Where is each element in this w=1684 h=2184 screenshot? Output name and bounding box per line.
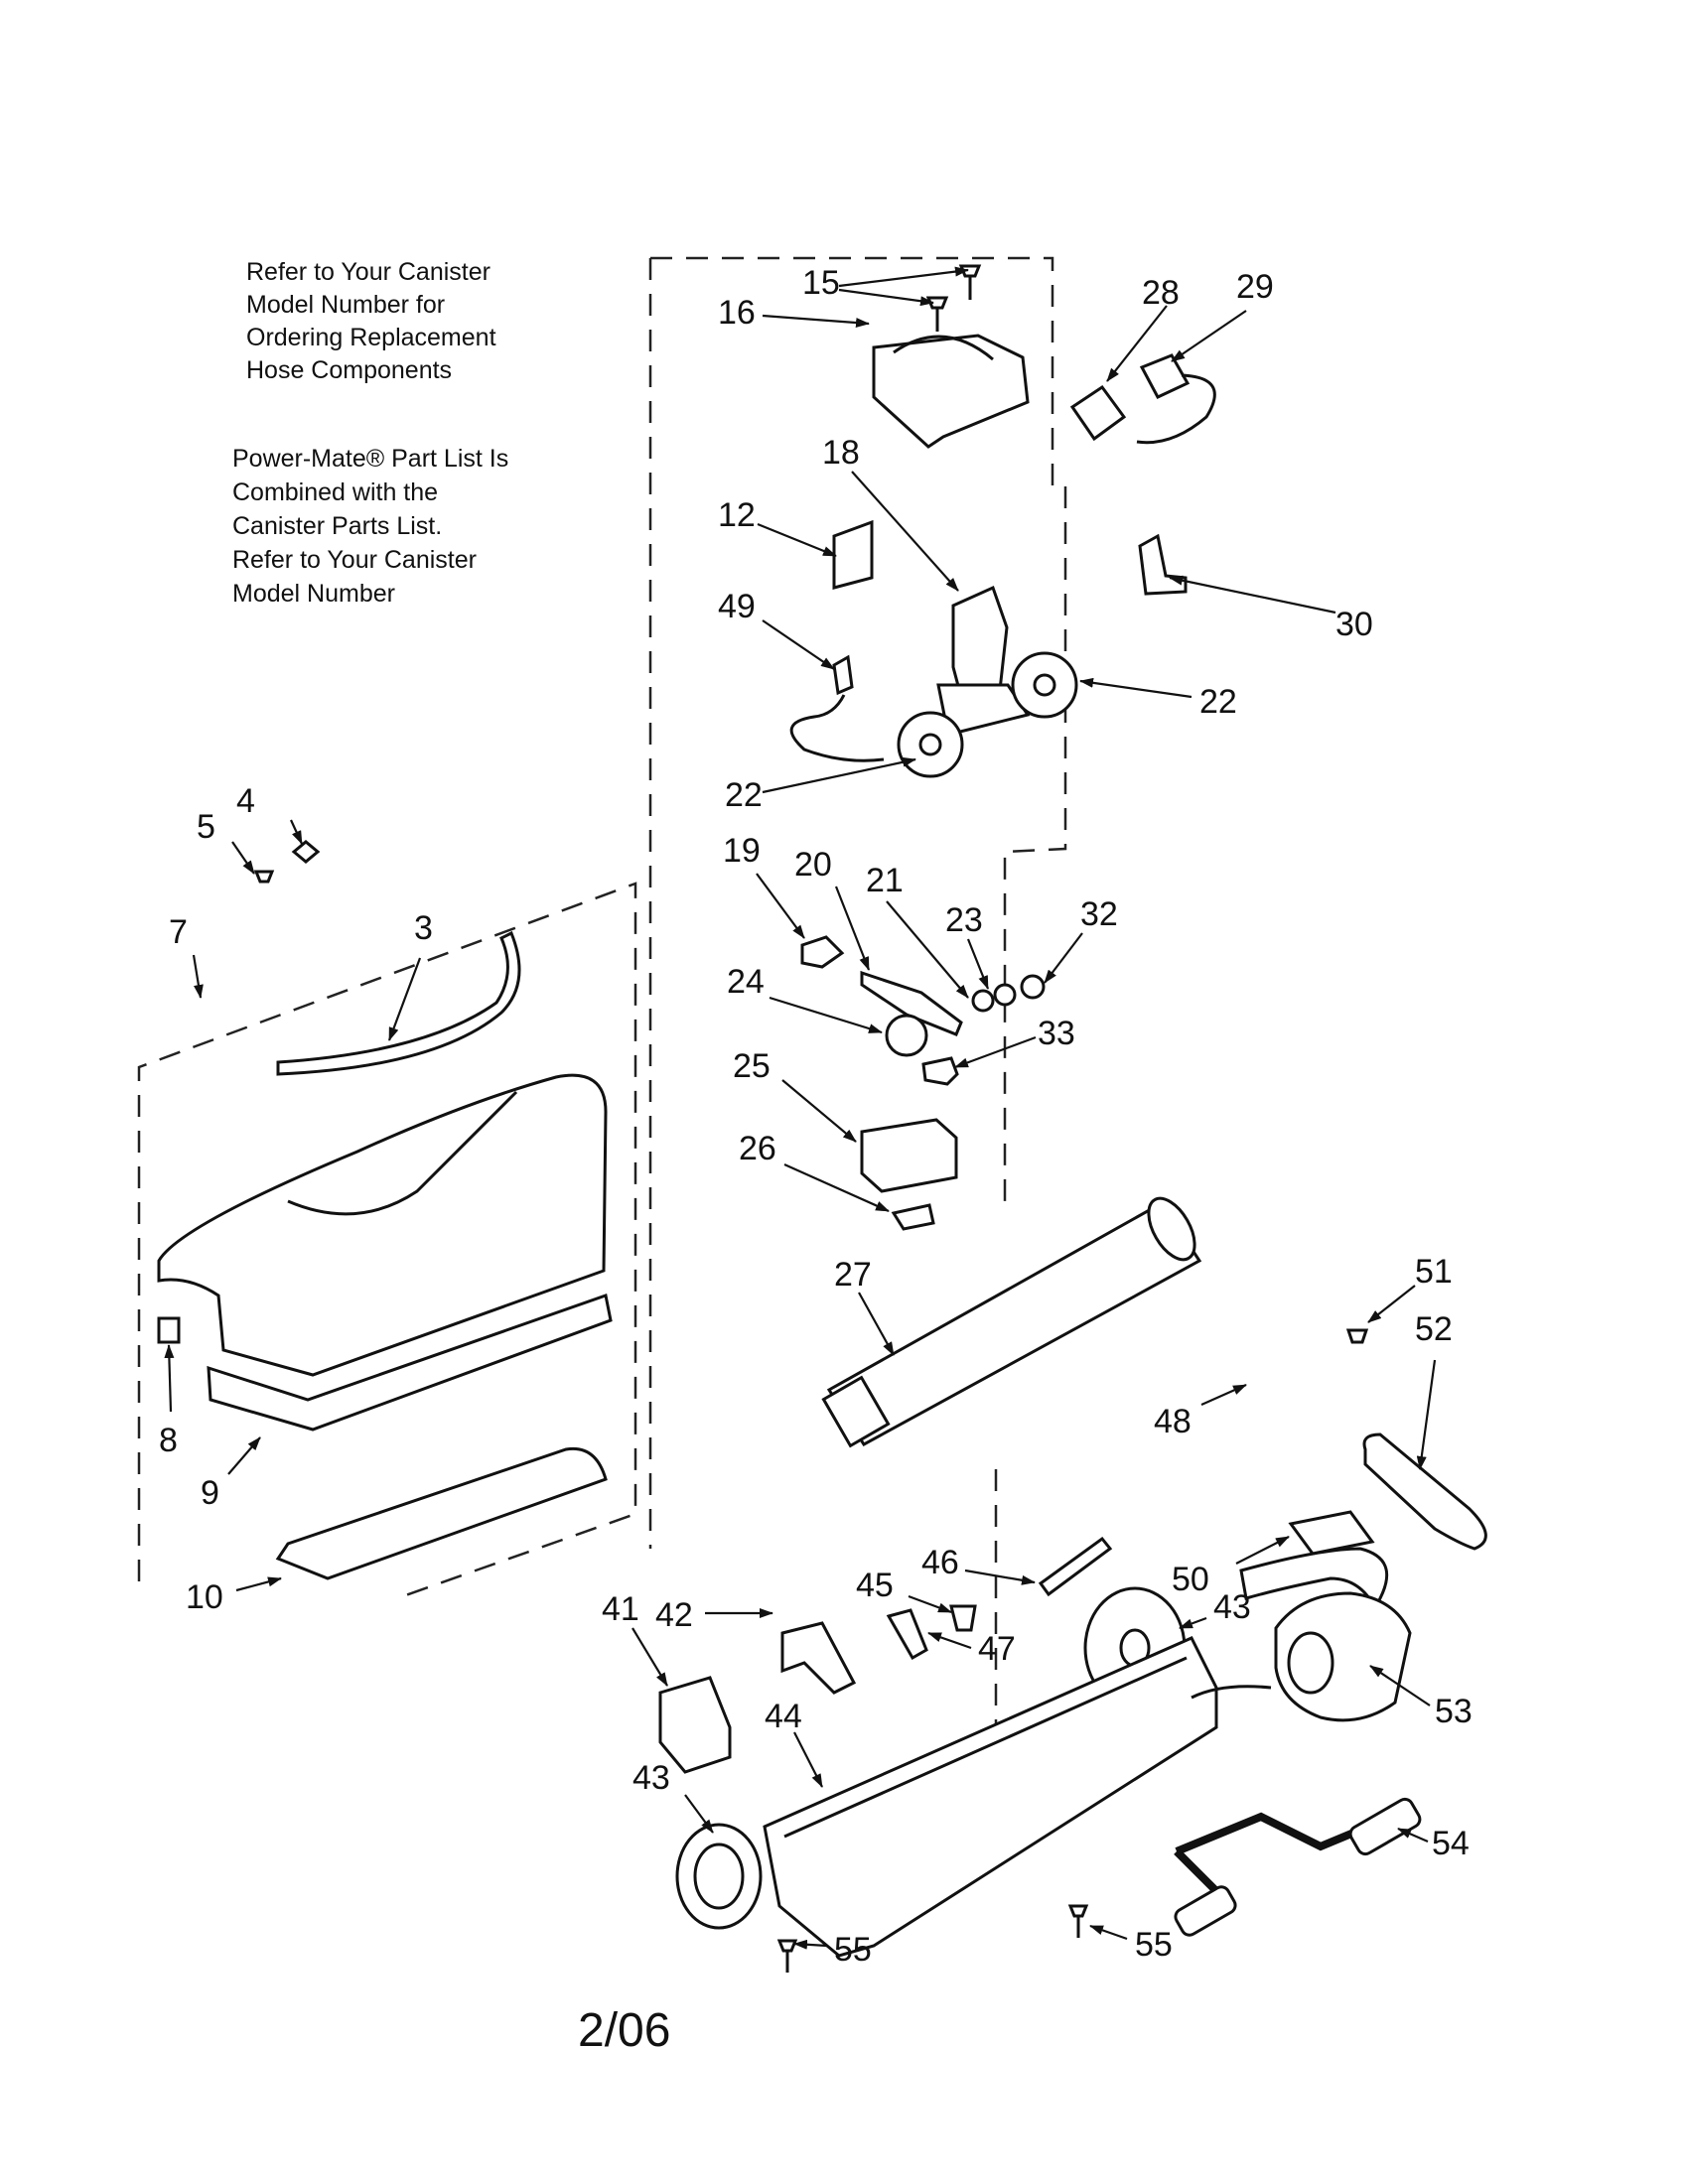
callout-5: 5 — [197, 808, 215, 846]
wire-49 — [832, 654, 854, 696]
callout-25: 25 — [733, 1047, 771, 1085]
bracket-42 — [780, 1621, 857, 1695]
callout-33: 33 — [1038, 1015, 1075, 1052]
callout-12: 12 — [718, 496, 756, 534]
callout-18: 18 — [822, 434, 860, 472]
callout-3: 3 — [414, 909, 433, 947]
parts-list-note-line: Model Number — [232, 580, 395, 608]
callout-51: 51 — [1415, 1253, 1453, 1291]
callout-42: 42 — [655, 1596, 693, 1634]
callout-43-right: 43 — [1213, 1588, 1251, 1626]
callout-41: 41 — [602, 1590, 639, 1628]
knob-24 — [885, 1014, 928, 1057]
date-code: 2/06 — [578, 2004, 671, 2057]
base-9 — [207, 1294, 613, 1432]
callout-29: 29 — [1236, 268, 1274, 306]
pad-4 — [291, 840, 321, 864]
hose-note-line: Hose Components — [246, 356, 453, 384]
washer-21 — [971, 989, 995, 1013]
belt-52 — [1362, 1433, 1487, 1551]
callout-numbers: 15 16 28 29 18 12 49 30 22 22 4 5 3 7 8 … — [159, 264, 1473, 1969]
callout-45: 45 — [856, 1567, 894, 1604]
callout-32: 32 — [1080, 895, 1118, 933]
pad-8 — [157, 1316, 181, 1344]
bracket-25 — [860, 1118, 958, 1193]
callout-46: 46 — [921, 1544, 959, 1581]
callout-16: 16 — [718, 294, 756, 332]
callout-43-left: 43 — [632, 1759, 670, 1797]
callout-26: 26 — [739, 1130, 776, 1167]
knob-19 — [800, 935, 845, 969]
filter-50 — [1288, 1510, 1375, 1556]
switch-41 — [658, 1676, 732, 1774]
callout-53: 53 — [1435, 1693, 1473, 1730]
upper-right-group-outline-top — [650, 256, 1067, 1201]
leader-lines — [164, 266, 1437, 1950]
hood-main — [157, 1073, 608, 1377]
left-hood-group-outline — [137, 882, 637, 1600]
bracket-16 — [872, 334, 1030, 449]
callout-4: 4 — [236, 782, 255, 820]
hose-note-line: Ordering Replacement — [246, 324, 496, 351]
bulb-28 — [1069, 384, 1127, 442]
parts-list-note-line: Canister Parts List. — [232, 512, 443, 540]
screw-15 — [925, 264, 982, 332]
socket-29 — [1139, 353, 1191, 399]
callout-10: 10 — [186, 1578, 223, 1616]
callout-7: 7 — [169, 913, 188, 951]
callout-20: 20 — [794, 846, 832, 884]
screw-55-right — [1067, 1904, 1089, 1918]
clip-12 — [832, 519, 874, 590]
tab-26 — [891, 1203, 935, 1231]
callout-55-left: 55 — [834, 1931, 872, 1969]
lever-20 — [860, 970, 963, 1036]
parts-list-note-line: Combined with the — [232, 478, 439, 506]
callout-23: 23 — [945, 901, 983, 939]
callout-44: 44 — [765, 1698, 802, 1735]
callout-24: 24 — [727, 963, 765, 1001]
plate-10 — [275, 1446, 608, 1580]
hose-note-line: Refer to Your Canister — [246, 258, 491, 286]
callout-22-right: 22 — [1199, 683, 1237, 721]
callout-47: 47 — [978, 1630, 1016, 1668]
callout-52: 52 — [1415, 1310, 1453, 1348]
strip-46 — [1038, 1536, 1113, 1597]
clip-30 — [1138, 533, 1188, 596]
callout-50: 50 — [1172, 1561, 1209, 1598]
callout-22-left: 22 — [725, 776, 763, 814]
parts-list-note: Power-Mate® Part List Is Combined with t… — [232, 442, 508, 611]
screw-51 — [1345, 1328, 1369, 1344]
clip-45 — [949, 1604, 977, 1632]
callout-19: 19 — [723, 832, 761, 870]
brush-roll-27 — [821, 1196, 1202, 1448]
spring-47 — [886, 1608, 928, 1661]
hose-note: Refer to Your Canister Model Number for … — [246, 256, 496, 387]
callout-9: 9 — [201, 1474, 219, 1512]
washer-23 — [993, 983, 1017, 1007]
washer-32 — [1020, 974, 1046, 1000]
parts-list-note-line: Refer to Your Canister — [232, 546, 477, 574]
callout-54: 54 — [1432, 1825, 1470, 1862]
screw-5 — [253, 870, 275, 884]
clip-33 — [921, 1056, 959, 1086]
callout-30: 30 — [1335, 606, 1373, 643]
base-frame-44 — [763, 1636, 1218, 1958]
callout-28: 28 — [1142, 274, 1180, 312]
part-drawings — [157, 264, 1487, 1973]
callout-55-right: 55 — [1135, 1926, 1173, 1964]
callout-48: 48 — [1154, 1403, 1192, 1440]
callout-8: 8 — [159, 1422, 178, 1459]
screw-55-left — [776, 1939, 798, 1953]
bumper-3 — [276, 930, 521, 1076]
callout-21: 21 — [866, 862, 904, 899]
assembly-outlines — [137, 256, 1067, 1747]
callout-27: 27 — [834, 1256, 872, 1294]
parts-list-note-line: Power-Mate® Part List Is — [232, 445, 509, 473]
hose-note-line: Model Number for — [246, 291, 446, 319]
callout-15: 15 — [802, 264, 840, 302]
callout-49: 49 — [718, 588, 756, 625]
